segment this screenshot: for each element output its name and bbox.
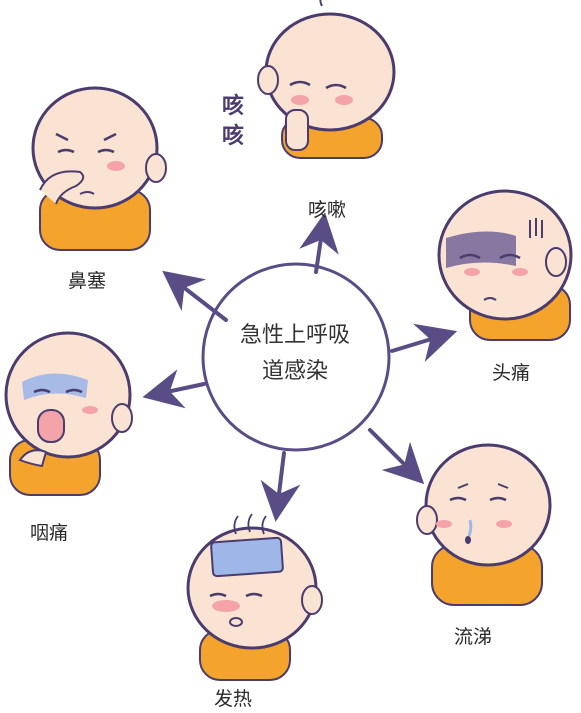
label-sore-throat: 咽痛 [30,522,69,544]
arrow-to-cough [299,212,339,274]
arrow-to-nasal-congestion [162,270,228,322]
arrow-to-headache [390,323,458,362]
runny-nose-baby-icon [416,443,552,606]
coughing-baby-icon [257,0,396,159]
label-cough: 咳嗽 [308,199,347,221]
cough-sound-text: 咳咳 [222,94,245,149]
center-circle [201,262,391,452]
nose-blocked-baby-icon [31,86,167,251]
arrow-to-sore-throat [142,369,206,409]
sore-throat-baby-icon [4,331,133,496]
label-fever: 发热 [214,688,253,710]
center-title-line2: 道感染 [261,359,328,384]
label-nasal-congestion: 鼻塞 [68,270,107,292]
arrow-to-fever [260,451,301,522]
center-title: 急性上呼吸 道感染 [200,318,390,390]
arrows [142,212,458,522]
headache-baby-icon [437,189,573,341]
center-title-line1: 急性上呼吸 [239,323,350,348]
label-headache: 头痛 [492,362,531,384]
arrow-to-runny-nose [368,428,425,485]
fever-baby-icon [186,513,323,681]
label-runny-nose: 流涕 [454,626,493,648]
